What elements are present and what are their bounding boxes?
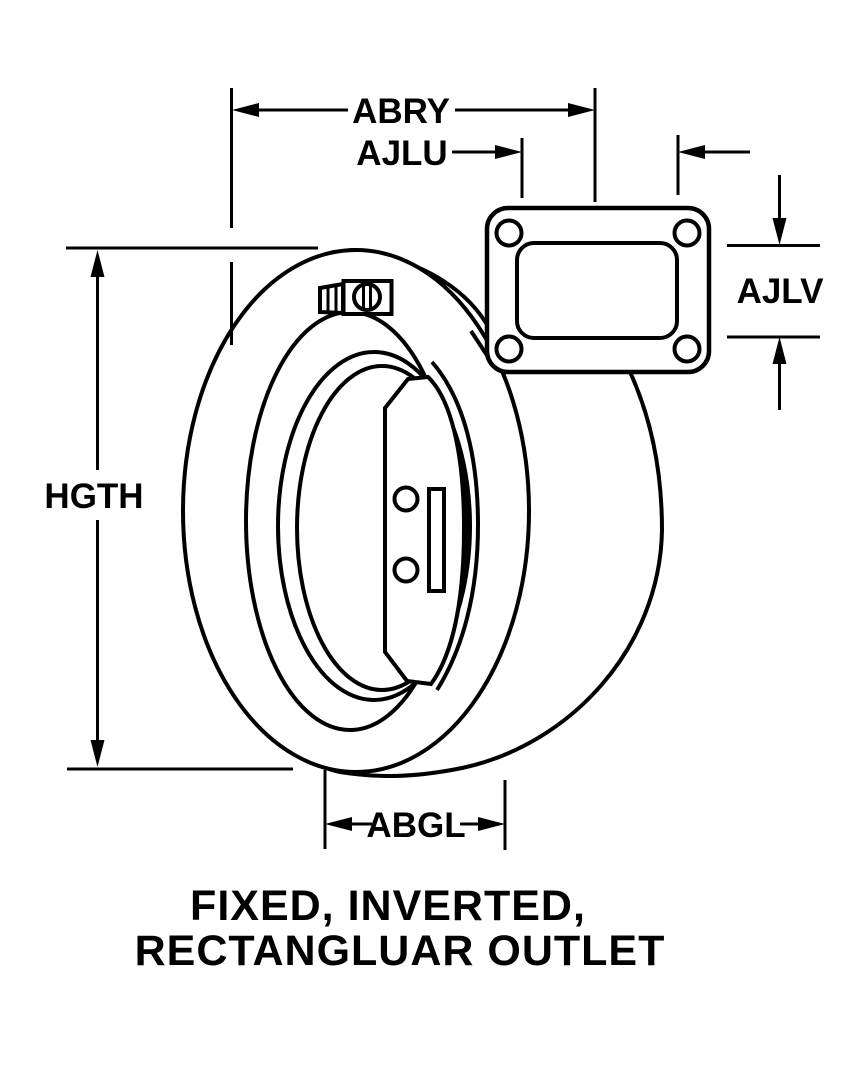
plate-hole-lower — [392, 556, 420, 584]
flange-bolt-hole — [672, 218, 702, 248]
dim-label-hgth: HGTH — [44, 477, 143, 516]
screw-head-icon — [352, 282, 382, 312]
outlet-flange — [469, 205, 712, 375]
drawing-title: FIXED, INVERTED, RECTANGLUAR OUTLET — [135, 882, 666, 975]
inlet-rings — [181, 248, 531, 774]
inlet-far-edge — [430, 360, 481, 692]
arrowhead-left-icon — [325, 817, 352, 831]
flange-bolt-hole — [494, 334, 524, 364]
dim-label-ajlv: AJLV — [737, 272, 825, 311]
arrowhead-down-icon — [90, 740, 105, 767]
plate-outline — [383, 374, 467, 687]
title-line-1: FIXED, INVERTED, — [190, 882, 586, 930]
plate-hole-upper — [392, 485, 420, 513]
arrowhead-left-icon — [232, 103, 259, 117]
dim-hgth: HGTH — [44, 246, 318, 771]
dim-label-abry: ABRY — [352, 92, 450, 131]
title-line-2: RECTANGLUAR OUTLET — [135, 927, 666, 975]
arrowhead-right-icon — [568, 103, 595, 117]
dim-abry: ABRY — [230, 88, 597, 345]
flange-opening — [515, 241, 679, 340]
dim-label-ajlu: AJLU — [356, 134, 447, 173]
clamp-band — [318, 281, 345, 316]
plate-slot — [427, 487, 446, 593]
flange-bolt-hole — [672, 334, 702, 364]
dim-abgl: ABGL — [323, 770, 507, 850]
arrowhead-down-icon — [772, 218, 787, 245]
clamp-detail — [318, 279, 394, 316]
arrowhead-right-icon — [478, 817, 505, 831]
arrowhead-right-icon — [495, 145, 522, 159]
dim-ajlv: AJLV — [727, 175, 824, 410]
flange-bolt-hole — [494, 218, 524, 248]
dim-ajlu: AJLU — [356, 134, 750, 198]
arrowhead-up-icon — [772, 337, 787, 364]
arrowhead-up-icon — [90, 250, 105, 277]
mounting-plate — [383, 374, 467, 687]
dim-label-abgl: ABGL — [366, 806, 465, 845]
arrowhead-left-icon — [678, 145, 705, 159]
